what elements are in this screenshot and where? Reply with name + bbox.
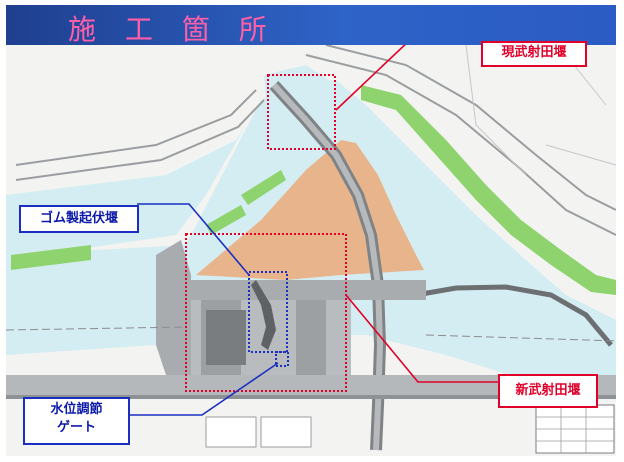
bottom-road-edge [6, 395, 616, 399]
rubber-weir-callout: ゴム製起伏堰 [19, 205, 139, 233]
left-wing-wall [156, 240, 191, 375]
vegetation-right-bank [361, 85, 616, 295]
pipe-curve [415, 284, 613, 347]
new-weir-label: 新武射田堰 [515, 383, 581, 398]
rubber-weir-highlight [248, 271, 288, 353]
rubber-weir-body [251, 280, 276, 350]
rubber-weir-label: ゴム製起伏堰 [39, 211, 118, 226]
existing-weir-label: 現武射田堰 [501, 45, 567, 60]
road-upper-right [305, 45, 616, 236]
title-block-lines [536, 405, 614, 453]
structure-pier-mid [296, 300, 326, 380]
leader-existing-weir [335, 45, 406, 111]
gate-highlight [275, 351, 289, 367]
title-bar: 施 工 箇 所 [6, 5, 616, 46]
structure-dark-block [206, 310, 246, 365]
structure-block [186, 280, 426, 300]
vegetation-left-bottom [11, 245, 91, 270]
new-weir-highlight [185, 233, 347, 392]
leader-rubber-weir [137, 203, 250, 276]
leader-gate [127, 362, 279, 416]
gate-callout: 水位調節 ゲート [23, 397, 130, 445]
gate-label-line1: 水位調節 [50, 402, 103, 417]
gate-label-line2: ゲート [56, 420, 96, 435]
legend-box-1 [205, 416, 257, 448]
vegetation-left-bank-2 [206, 205, 246, 235]
existing-weir-highlight [267, 74, 336, 150]
new-weir-callout: 新武射田堰 [498, 374, 598, 408]
centerline [6, 326, 616, 342]
road-upper-left [15, 89, 265, 181]
existing-weir-callout: 現武射田堰 [481, 41, 587, 67]
bottom-road [6, 375, 616, 395]
site-plan-map [6, 45, 616, 456]
vegetation-left-bank [241, 170, 286, 205]
legend-box-2 [260, 416, 312, 448]
slide-title: 施 工 箇 所 [68, 13, 277, 46]
leader-new-weir [345, 294, 498, 383]
